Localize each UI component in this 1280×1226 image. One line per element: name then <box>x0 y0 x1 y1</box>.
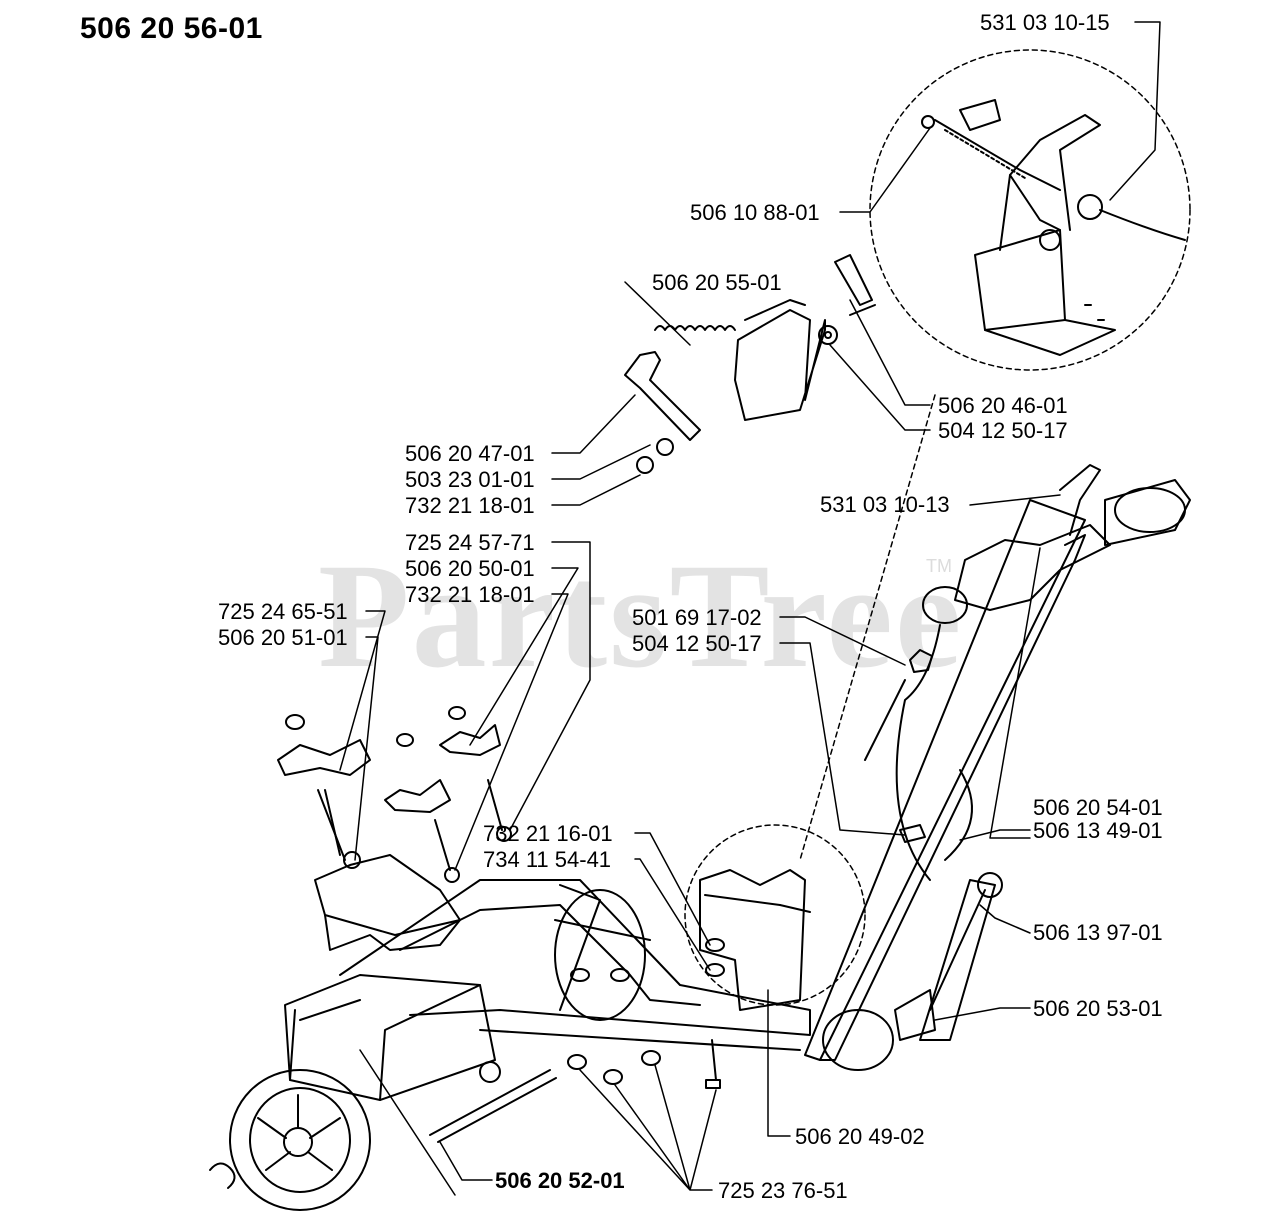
part-label[interactable]: 506 10 88-01 <box>690 200 820 225</box>
part-label[interactable]: 504 12 50-17 <box>938 418 1068 443</box>
leader-p12 <box>454 593 569 871</box>
part-label[interactable]: 734 11 54-41 <box>483 847 612 872</box>
part-label[interactable]: 506 20 49-02 <box>795 1124 925 1149</box>
part-label[interactable]: 504 12 50-17 <box>632 631 762 656</box>
leader-p14 <box>354 636 379 861</box>
handle-assembly <box>804 464 1191 1071</box>
part-label[interactable]: 531 03 10-13 <box>820 492 950 517</box>
part-label[interactable]: 506 20 46-01 <box>938 393 1068 418</box>
leader-p21 <box>979 904 1031 934</box>
throttle-bracket-detail <box>921 99 1186 356</box>
leader-p16 <box>779 642 906 836</box>
detail-circle-bottom <box>684 824 866 1006</box>
part-label[interactable]: 725 24 65-51 <box>218 599 348 624</box>
leader-p25 <box>579 1064 717 1191</box>
part-label[interactable]: 506 20 47-01 <box>405 441 535 466</box>
leader-lines <box>339 21 1161 1196</box>
part-label[interactable]: 503 23 01-01 <box>405 467 535 492</box>
leader-p4 <box>849 299 931 406</box>
assembly-number: 506 20 56-01 <box>80 12 263 45</box>
leader-p6 <box>551 394 636 454</box>
leader-p5 <box>829 344 931 431</box>
leader-p3 <box>624 281 691 346</box>
detail-connector <box>799 394 936 861</box>
leader-p24b <box>359 1049 456 1196</box>
part-label[interactable]: 506 13 49-01 <box>1033 818 1163 843</box>
leader-p11 <box>469 567 579 746</box>
part-label[interactable]: 506 20 51-01 <box>218 625 348 650</box>
leader-p22 <box>934 1007 1031 1021</box>
leader-p24 <box>439 1141 493 1181</box>
leader-p18 <box>959 829 1031 841</box>
leader-p19 <box>634 832 711 946</box>
part-label[interactable]: 506 20 53-01 <box>1033 996 1163 1021</box>
frame-and-deck <box>209 854 811 1211</box>
part-label[interactable]: 506 20 50-01 <box>405 556 535 581</box>
leader-p23 <box>767 989 791 1137</box>
leader-p9 <box>969 494 1061 506</box>
trademark-mark: TM <box>926 556 952 576</box>
part-label[interactable]: 506 13 97-01 <box>1033 920 1163 945</box>
part-label[interactable]: 506 20 54-01 <box>1033 795 1163 820</box>
spring-and-levers <box>624 254 876 474</box>
part-label[interactable]: 501 69 17-02 <box>632 605 762 630</box>
leader-p13 <box>339 610 386 771</box>
leader-p1 <box>1109 21 1161 201</box>
leader-p10 <box>509 541 591 831</box>
part-label[interactable]: 725 24 57-71 <box>405 530 535 555</box>
clamps-and-bolts <box>277 706 512 883</box>
part-label[interactable]: 732 21 18-01 <box>405 493 535 518</box>
part-label[interactable]: 506 20 55-01 <box>652 270 782 295</box>
leader-p7 <box>551 444 651 480</box>
leader-p8 <box>551 474 641 506</box>
leader-p17 <box>989 547 1041 839</box>
part-label[interactable]: 506 20 52-01 <box>495 1168 625 1193</box>
part-label[interactable]: 531 03 10-15 <box>980 10 1110 35</box>
part-label[interactable]: 725 23 76-51 <box>718 1178 848 1203</box>
leader-p20 <box>634 858 711 971</box>
leader-p2 <box>839 127 931 213</box>
leader-p15 <box>779 616 906 666</box>
detail-circle-top <box>869 49 1191 371</box>
part-label[interactable]: 732 21 16-01 <box>483 821 613 846</box>
part-label[interactable]: 732 21 18-01 <box>405 582 535 607</box>
